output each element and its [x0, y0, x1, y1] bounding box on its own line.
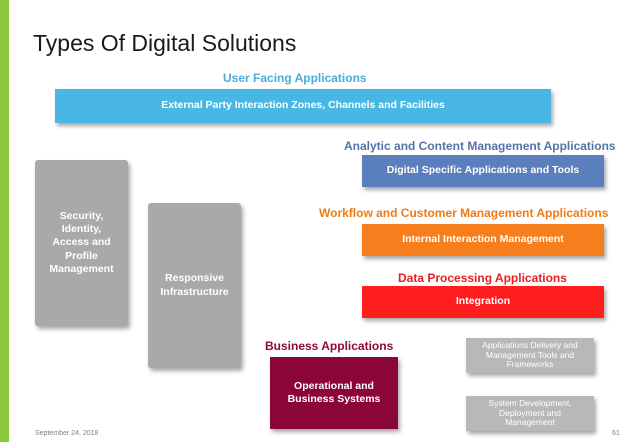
footer-date: September 24, 2018	[35, 430, 99, 437]
digital-specific-box: Digital Specific Applications and Tools	[362, 155, 604, 187]
accent-bar	[0, 0, 9, 442]
integration-box: Integration	[362, 286, 604, 318]
analytic-heading: Analytic and Content Management Applicat…	[344, 139, 616, 153]
security-box: Security, Identity, Access and Profile M…	[35, 160, 128, 326]
internal-interaction-box: Internal Interaction Management	[362, 224, 604, 256]
responsive-infrastructure-box: Responsive Infrastructure	[148, 203, 241, 368]
workflow-heading: Workflow and Customer Management Applica…	[319, 206, 609, 220]
data-processing-heading: Data Processing Applications	[398, 271, 567, 285]
system-development-box: System Development, Deployment and Manag…	[466, 396, 594, 431]
business-heading: Business Applications	[265, 339, 394, 353]
footer-page-number: 61	[612, 430, 620, 437]
page-title: Types Of Digital Solutions	[33, 30, 297, 56]
external-party-box: External Party Interaction Zones, Channe…	[55, 89, 551, 123]
operational-box: Operational and Business Systems	[270, 357, 398, 429]
user-facing-heading: User Facing Applications	[223, 71, 367, 85]
app-delivery-box: Applications Delivery and Management Too…	[466, 338, 594, 373]
